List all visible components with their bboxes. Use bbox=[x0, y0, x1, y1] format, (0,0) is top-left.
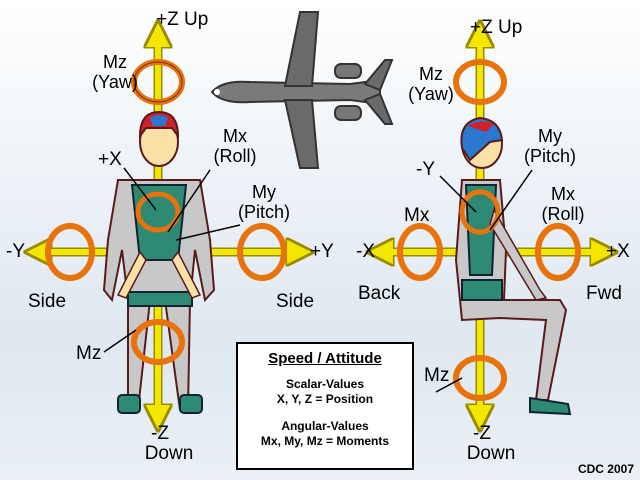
legend-title: Speed / Attitude bbox=[268, 350, 382, 367]
left-down-label: Down bbox=[144, 443, 194, 464]
left-plus-y-label: +Y bbox=[310, 241, 334, 262]
left-plus-x-pointer bbox=[123, 167, 157, 211]
right-fwd-ring-icon bbox=[535, 223, 581, 281]
right-roll-name: (Roll) bbox=[541, 204, 585, 224]
right-yaw-symbol: Mz bbox=[419, 64, 443, 84]
right-skydiver-side-view bbox=[454, 116, 572, 416]
right-minus-y-label: -Y bbox=[416, 159, 435, 180]
right-pitch-name: (Pitch) bbox=[523, 146, 576, 166]
left-pitch-name: (Pitch) bbox=[237, 202, 290, 222]
left-mz-pointer bbox=[103, 329, 137, 353]
left-up-label: +Z Up bbox=[156, 9, 209, 30]
left-minus-y-ring-icon bbox=[45, 223, 95, 281]
right-minus-y-pointer bbox=[439, 175, 477, 213]
right-back-ring-icon bbox=[397, 223, 443, 281]
angular-values-title: Angular-Values bbox=[281, 419, 369, 433]
left-roll-pointer bbox=[167, 169, 211, 233]
left-roll-name: (Roll) bbox=[213, 146, 257, 166]
left-yaw-ring-icon bbox=[131, 59, 185, 105]
left-side-label: Side bbox=[28, 291, 67, 312]
right-yaw-name: (Yaw) bbox=[408, 84, 454, 104]
right-minus-z-label: -Z bbox=[473, 423, 491, 444]
right-mx-label: Mx bbox=[404, 205, 430, 226]
right-minus-x-label: -X bbox=[356, 241, 375, 262]
left-minus-y-label: -Y bbox=[6, 241, 25, 262]
right-pitch-label: My (Pitch) bbox=[512, 126, 588, 166]
left-pitch-pointer bbox=[175, 224, 241, 241]
left-minus-z-label: -Z bbox=[151, 423, 169, 444]
credit-label: CDC 2007 bbox=[577, 462, 634, 476]
right-yaw-label: Mz (Yaw) bbox=[396, 64, 466, 104]
right-pitch-ring-icon bbox=[459, 189, 501, 235]
right-down-label: Down bbox=[466, 443, 516, 464]
angular-values-text: Mx, My, Mz = Moments bbox=[260, 434, 390, 448]
right-pitch-symbol: My bbox=[538, 126, 562, 146]
left-roll-symbol: Mx bbox=[223, 126, 247, 146]
scalar-values-title: Scalar-Values bbox=[285, 377, 365, 391]
scalar-values-text: X, Y, Z = Position bbox=[276, 392, 374, 406]
speed-attitude-legend-box: Speed / Attitude Scalar-Values X, Y, Z =… bbox=[236, 342, 414, 470]
right-pitch-pointer bbox=[489, 169, 533, 231]
right-fwd-label: Fwd bbox=[586, 283, 622, 304]
left-yaw-label: Mz (Yaw) bbox=[80, 52, 150, 92]
right-back-label: Back bbox=[358, 283, 401, 304]
right-side-label: Side bbox=[276, 291, 315, 312]
left-mz-label: Mz bbox=[76, 343, 102, 364]
right-plus-x-label: +X bbox=[606, 241, 630, 262]
left-plus-x-label: +X bbox=[98, 149, 122, 170]
right-roll-label: Mx (Roll) bbox=[528, 184, 598, 224]
airplane-icon bbox=[210, 11, 394, 169]
right-roll-symbol: Mx bbox=[551, 184, 575, 204]
left-pitch-label: My (Pitch) bbox=[226, 182, 302, 222]
right-mz-label: Mz bbox=[424, 365, 450, 386]
right-up-label: +Z Up bbox=[470, 17, 523, 38]
left-mz-lower-ring-icon bbox=[131, 319, 185, 365]
left-roll-label: Mx (Roll) bbox=[200, 126, 270, 166]
left-roll-ring-icon bbox=[135, 191, 181, 233]
right-mz-lower-ring-icon bbox=[453, 355, 507, 401]
left-yaw-name: (Yaw) bbox=[92, 72, 138, 92]
right-yaw-ring-icon bbox=[453, 59, 507, 105]
right-mz-pointer bbox=[435, 377, 463, 393]
left-plus-y-ring-icon bbox=[237, 223, 287, 281]
left-pitch-symbol: My bbox=[252, 182, 276, 202]
left-yaw-symbol: Mz bbox=[103, 52, 127, 72]
